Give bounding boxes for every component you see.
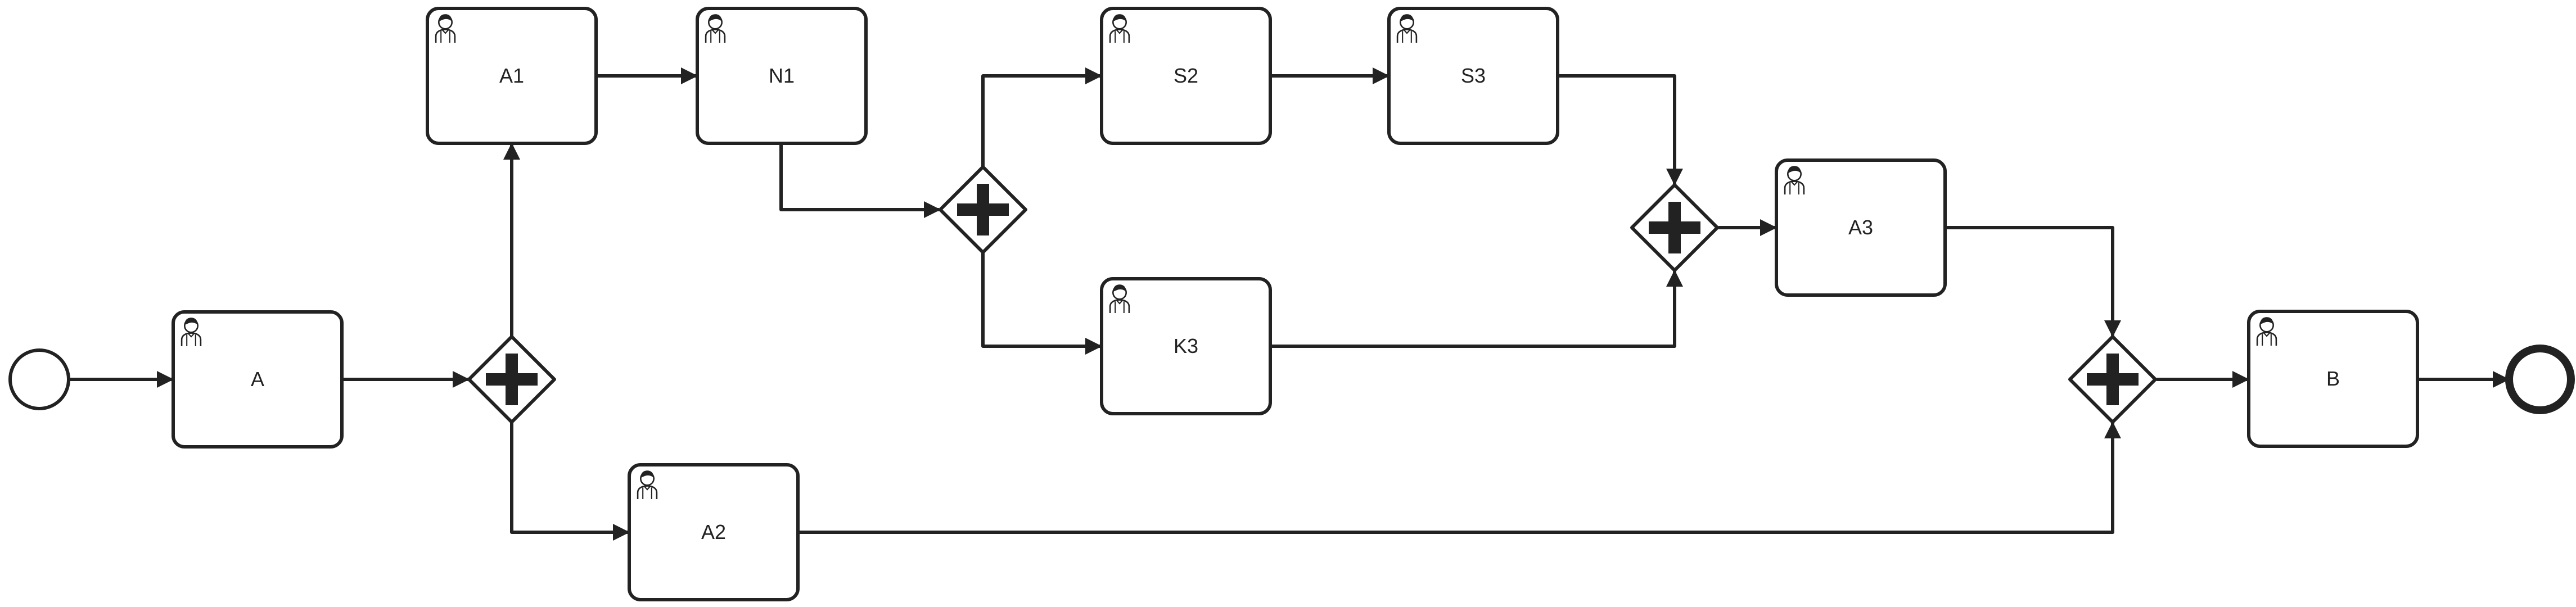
task-label: S2 (1174, 64, 1198, 87)
plus-icon (1649, 202, 1700, 253)
user-task-k3[interactable]: K3 (1100, 277, 1272, 415)
task-box (1775, 158, 1947, 297)
task-box (2247, 310, 2419, 448)
user-task-s3[interactable]: S3 (1387, 7, 1559, 145)
parallel-gateway-g2 (939, 165, 1027, 254)
parallel-gateway-g3 (1630, 183, 1719, 272)
start-event[interactable] (8, 348, 70, 410)
task-box (628, 463, 800, 601)
task-label: S3 (1461, 64, 1486, 87)
task-label: K3 (1174, 334, 1198, 357)
plus-icon (486, 354, 538, 405)
task-label: B (2326, 367, 2340, 390)
user-task-s2[interactable]: S2 (1100, 7, 1272, 145)
events (8, 345, 2575, 414)
sequence-flow-g1-to-a2 (510, 422, 630, 541)
parallel-gateway-g4 (2068, 335, 2157, 424)
task-label: A2 (701, 520, 726, 543)
gateways (467, 165, 2157, 424)
task-label: A3 (1848, 216, 1873, 239)
task-box (696, 7, 868, 145)
task-box (1100, 277, 1272, 415)
sequence-flow-g2-to-k3 (981, 252, 1102, 355)
sequence-flow-s3-to-g3 (1559, 74, 1683, 185)
user-task-n1[interactable]: N1 (696, 7, 868, 145)
parallel-gateway-g1 (467, 335, 556, 424)
sequence-flow-g2-to-s2 (981, 67, 1102, 167)
task-label: A (251, 368, 264, 391)
sequence-flow-n1-to-g2 (779, 144, 941, 218)
task-box (426, 7, 598, 145)
sequence-flow-k3-to-g3 (1271, 270, 1683, 348)
user-task-a2[interactable]: A2 (628, 463, 800, 601)
plus-icon (957, 184, 1009, 235)
task-box (1387, 7, 1559, 145)
user-task-a[interactable]: A (172, 310, 344, 449)
sequence-flow-a3-to-g4 (1946, 226, 2121, 337)
task-box (172, 310, 344, 449)
user-task-a3[interactable]: A3 (1775, 158, 1947, 297)
task-label: A1 (499, 64, 524, 87)
sequence-flows (69, 67, 2510, 541)
user-task-b[interactable]: B (2247, 310, 2419, 448)
plus-icon (2087, 354, 2139, 405)
task-box (1100, 7, 1272, 145)
end-event[interactable] (2505, 345, 2575, 414)
task-label: N1 (769, 64, 795, 87)
sequence-flow-a2-to-g4 (799, 422, 2121, 534)
user-task-a1[interactable]: A1 (426, 7, 598, 145)
